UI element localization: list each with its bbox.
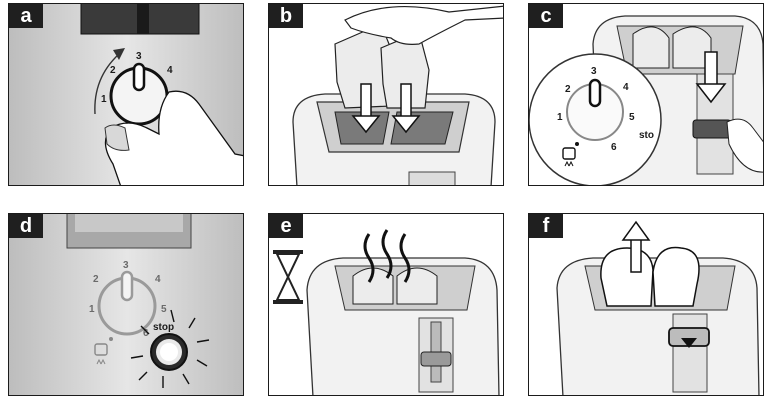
dial-number-2: 2 bbox=[565, 84, 571, 95]
step-label-f: f bbox=[529, 214, 563, 238]
step-label-d: d bbox=[9, 214, 43, 238]
dial-number-5: 5 bbox=[629, 112, 635, 123]
lever bbox=[420, 351, 452, 367]
dial-number-1: 1 bbox=[557, 112, 563, 123]
dial-pointer bbox=[120, 270, 134, 302]
toasting-illustration bbox=[269, 214, 503, 395]
step-panel-d: d 1 2 3 4 5 6 bbox=[8, 213, 244, 396]
step-panel-a: a 1 2 3 4 bbox=[8, 3, 244, 186]
heat-waves bbox=[363, 229, 411, 283]
up-arrow bbox=[621, 220, 651, 273]
step-panel-b: b bbox=[268, 3, 504, 186]
step-label-e: e bbox=[269, 214, 303, 238]
dial-number-4: 4 bbox=[155, 274, 161, 285]
stop-glow-rays bbox=[130, 309, 210, 388]
step-label-a: a bbox=[9, 4, 43, 28]
rotation-arrow bbox=[94, 53, 120, 115]
insert-bread-illustration bbox=[269, 4, 503, 185]
press-lever-illustration: 1 2 3 4 5 6 sto bbox=[529, 4, 763, 185]
step-label-c: c bbox=[529, 4, 563, 28]
dial-number-4: 4 bbox=[167, 65, 173, 76]
hand bbox=[344, 5, 503, 45]
down-arrow-left bbox=[351, 83, 381, 134]
step-panel-f: f bbox=[528, 213, 764, 396]
dial-number-2: 2 bbox=[93, 274, 99, 285]
hourglass-icon bbox=[273, 250, 303, 304]
toast-popup-illustration bbox=[529, 214, 763, 395]
down-arrow bbox=[695, 51, 727, 104]
bread-slice-left bbox=[352, 267, 394, 305]
toast-slice-right bbox=[652, 246, 700, 307]
defrost-icon bbox=[562, 147, 576, 160]
dial-number-2: 2 bbox=[110, 65, 116, 76]
down-arrow-right bbox=[391, 83, 421, 134]
defrost-icon bbox=[94, 343, 108, 356]
dial-number-6: 6 bbox=[611, 142, 617, 153]
dial-number-3: 3 bbox=[136, 51, 142, 62]
dial-number-1: 1 bbox=[101, 94, 107, 105]
stop-label: stop bbox=[153, 322, 174, 333]
dial-number-4: 4 bbox=[623, 82, 629, 93]
stop-label-partial: sto bbox=[639, 130, 654, 141]
bread-slice-right bbox=[396, 267, 438, 305]
toast-slice-left bbox=[600, 247, 654, 307]
browning-dial-illustration: 1 2 3 4 bbox=[9, 4, 243, 185]
finger bbox=[726, 118, 763, 173]
step-panel-e: e bbox=[268, 213, 504, 396]
stop-button-illustration: 1 2 3 4 5 6 stop bbox=[9, 214, 243, 395]
dial-pointer bbox=[132, 62, 146, 92]
dial-number-1: 1 bbox=[89, 304, 95, 315]
dial-number-6: 6 bbox=[143, 328, 149, 339]
lever bbox=[692, 119, 732, 139]
step-label-b: b bbox=[269, 4, 303, 28]
dial-number-5: 5 bbox=[161, 304, 167, 315]
dial-number-3: 3 bbox=[123, 260, 129, 271]
bread-slice-left bbox=[632, 26, 670, 69]
dial-pointer bbox=[588, 78, 602, 108]
dial-number-3: 3 bbox=[591, 66, 597, 77]
step-panel-c: c 1 2 3 4 5 6 sto bbox=[528, 3, 764, 186]
